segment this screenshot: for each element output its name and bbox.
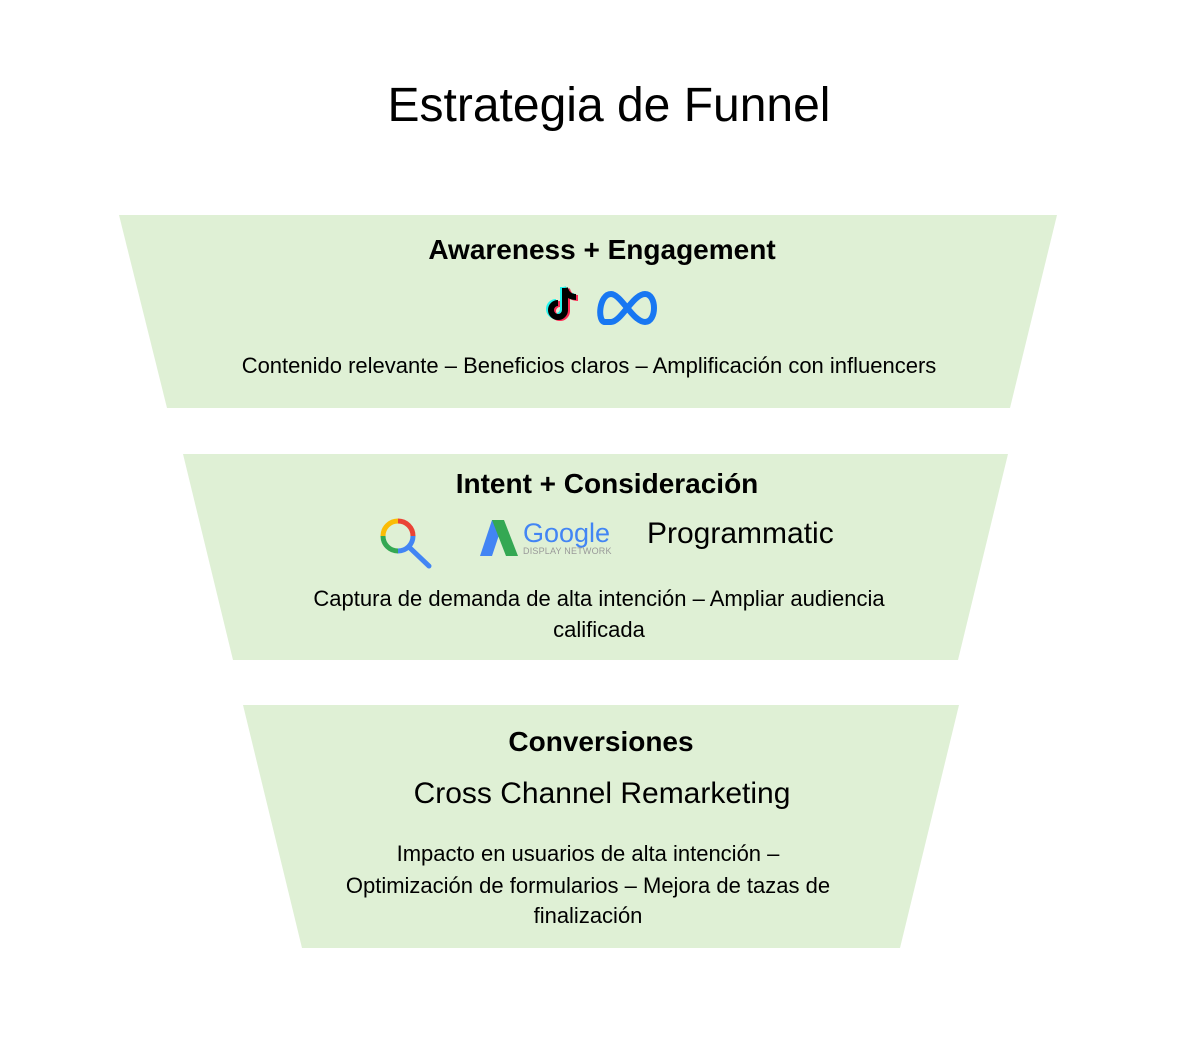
stage-3-description-line-1: Impacto en usuarios de alta intención – bbox=[396, 841, 780, 866]
stage-2-heading: Intent + Consideración bbox=[455, 468, 759, 499]
google-ads-icon bbox=[480, 520, 518, 556]
stage-3-description-line-2: Optimización de formularios – Mejora de … bbox=[345, 873, 831, 898]
google-display-network-logo: Google DISPLAY NETWORK bbox=[480, 518, 612, 558]
funnel-stage-3 bbox=[243, 705, 959, 948]
meta-icon bbox=[597, 290, 657, 326]
stage-3-heading: Conversiones bbox=[508, 726, 694, 757]
programmatic-label: Programmatic bbox=[647, 517, 834, 550]
stage-2-description-line-1: Captura de demanda de alta intención – A… bbox=[313, 586, 885, 611]
stage-1-heading: Awareness + Engagement bbox=[428, 234, 776, 265]
stage-3-description-line-3: finalización bbox=[533, 903, 643, 928]
tiktok-icon bbox=[546, 286, 579, 321]
display-network-label: DISPLAY NETWORK bbox=[523, 546, 612, 556]
page-title: Estrategia de Funnel bbox=[387, 79, 831, 132]
stage-2-description-line-2: calificada bbox=[553, 617, 645, 642]
google-search-icon bbox=[380, 518, 432, 569]
funnel-stage-2 bbox=[183, 454, 1008, 660]
remarketing-label: Cross Channel Remarketing bbox=[413, 777, 791, 810]
stage-1-description: Contenido relevante – Beneficios claros … bbox=[241, 353, 937, 378]
google-wordmark: Google bbox=[523, 518, 611, 548]
funnel-stage-1 bbox=[119, 215, 1057, 408]
